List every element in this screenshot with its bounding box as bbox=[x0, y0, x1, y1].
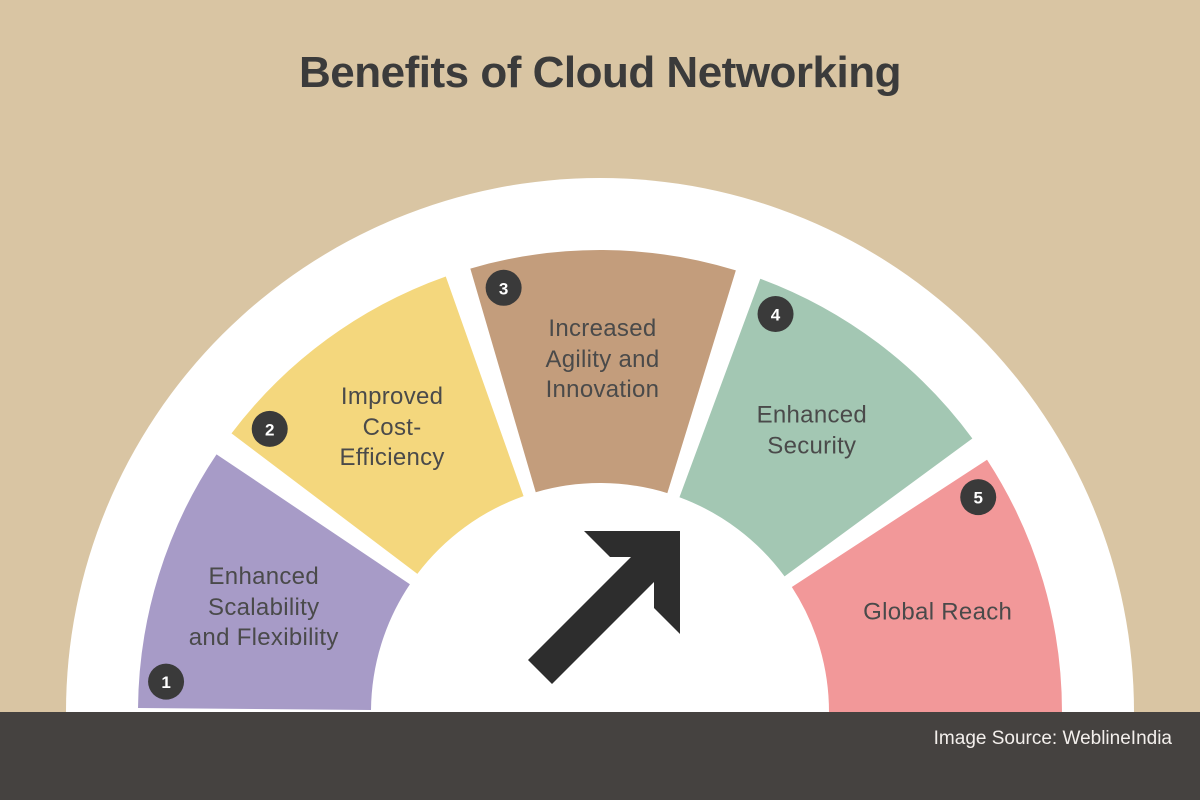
fan-segment-3 bbox=[470, 249, 736, 494]
growth-arrow-icon bbox=[528, 531, 680, 684]
segment-number-badge bbox=[251, 410, 288, 447]
segment-number-badge bbox=[757, 295, 794, 332]
fan-segment-2 bbox=[231, 276, 524, 574]
segment-badge-number: 5 bbox=[973, 489, 982, 508]
image-source-text: Image Source: WeblineIndia bbox=[933, 728, 1172, 749]
fan-segment-1 bbox=[138, 454, 410, 711]
segment-badge-number: 1 bbox=[161, 673, 170, 692]
segment-badge-number: 2 bbox=[265, 420, 274, 439]
page-title: Benefits of Cloud Networking bbox=[299, 48, 902, 97]
segment-number-badge bbox=[960, 479, 997, 516]
segment-badge-number: 3 bbox=[499, 279, 508, 298]
fan-segment-4 bbox=[679, 278, 973, 577]
footer-bar: Image Source: WeblineIndia bbox=[0, 712, 1200, 800]
fan-segment-5 bbox=[791, 459, 1062, 715]
segment-badge-number: 4 bbox=[771, 305, 781, 324]
segment-number-badge bbox=[485, 269, 522, 306]
segment-number-badge bbox=[148, 663, 185, 700]
